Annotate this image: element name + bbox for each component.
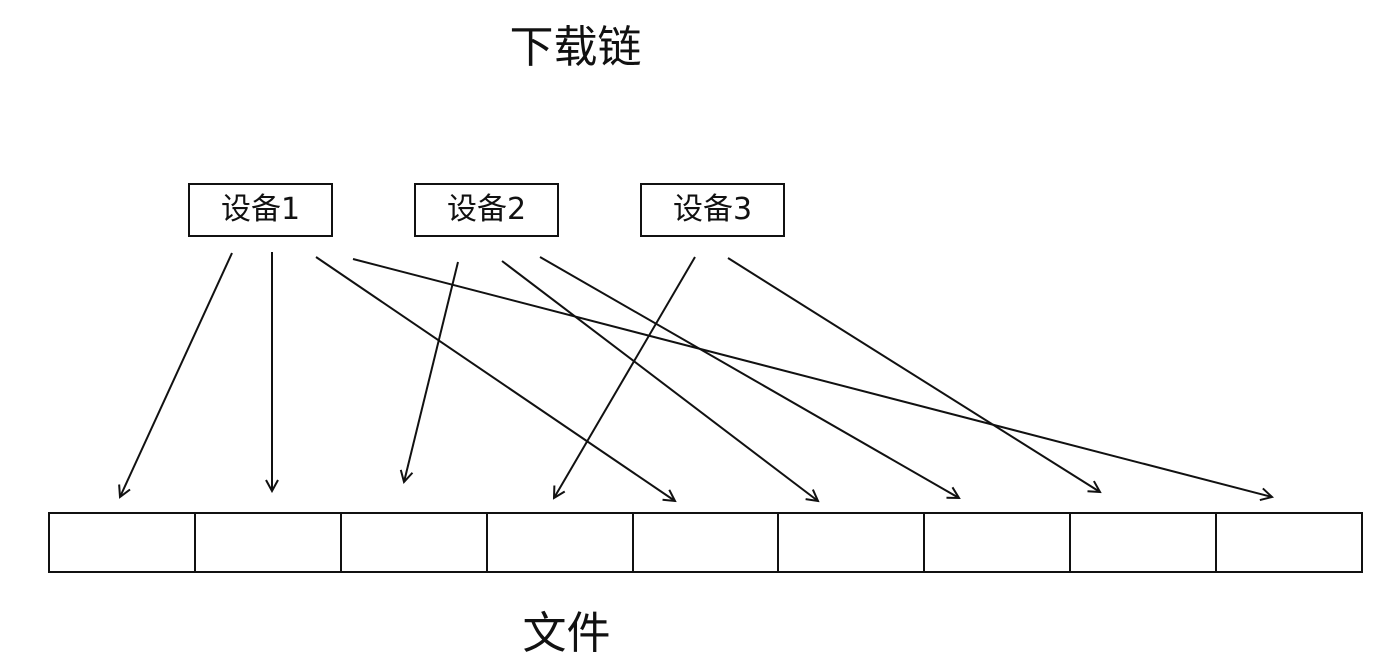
file-block-1 — [50, 514, 196, 571]
device-3-box: 设备3 — [640, 183, 785, 237]
device-3-label: 设备3 — [672, 192, 753, 227]
arrow-device1-to-cell5 — [315, 256, 675, 501]
file-block-strip — [48, 512, 1363, 573]
arrow-device1-to-cell1 — [120, 252, 233, 497]
diagram-title: 下载链 — [509, 22, 642, 73]
arrow-device2-to-cell7 — [539, 256, 959, 498]
file-block-7 — [925, 514, 1072, 571]
file-block-6 — [779, 514, 926, 571]
file-block-3 — [342, 514, 488, 571]
arrow-device2-to-cell6 — [501, 260, 818, 501]
arrow-device3-to-cell4 — [554, 256, 696, 498]
file-block-8 — [1071, 514, 1218, 571]
device-1-label: 设备1 — [220, 192, 301, 227]
arrow-device2-to-cell3 — [404, 261, 459, 482]
file-block-9 — [1217, 514, 1361, 571]
file-block-4 — [488, 514, 634, 571]
file-block-5 — [634, 514, 780, 571]
file-label: 文件 — [522, 608, 611, 659]
device-1-box: 设备1 — [188, 183, 333, 237]
file-block-2 — [196, 514, 342, 571]
arrow-device1-to-cell9 — [352, 258, 1272, 497]
device-2-label: 设备2 — [446, 192, 527, 227]
arrow-device3-to-cell8 — [727, 257, 1100, 492]
device-2-box: 设备2 — [414, 183, 559, 237]
